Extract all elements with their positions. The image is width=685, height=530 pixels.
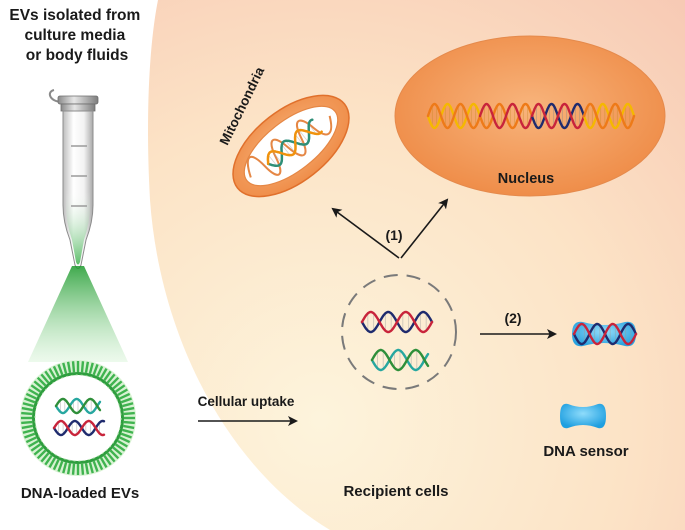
bound-sensor: [572, 321, 638, 347]
recipient-label: Recipient cells: [343, 483, 448, 500]
uptake-label: Cellular uptake: [198, 394, 295, 409]
nucleus: [394, 35, 666, 197]
ev-vesicle: [20, 360, 136, 476]
source-label: EVs isolated from culture media or body …: [9, 7, 144, 64]
pathway-2-label: (2): [504, 310, 521, 326]
light-beam: [28, 266, 128, 362]
endosome-dna: [360, 310, 434, 372]
nucleus-dna: [426, 102, 636, 130]
arrow-to-nucleus: [400, 198, 449, 259]
microtube-icon: [48, 89, 99, 269]
mitochondria-dna: [266, 118, 323, 168]
arrow-to-mitochondria: [331, 207, 400, 259]
dna-sensor-icon: [560, 403, 606, 429]
endosome: [341, 274, 457, 390]
nucleus-label: Nucleus: [498, 171, 554, 187]
pathway-1-label: (1): [385, 227, 402, 243]
mitochondria: [232, 94, 350, 198]
ev-label: DNA-loaded EVs: [21, 485, 139, 502]
sensor-label: DNA sensor: [543, 443, 628, 460]
